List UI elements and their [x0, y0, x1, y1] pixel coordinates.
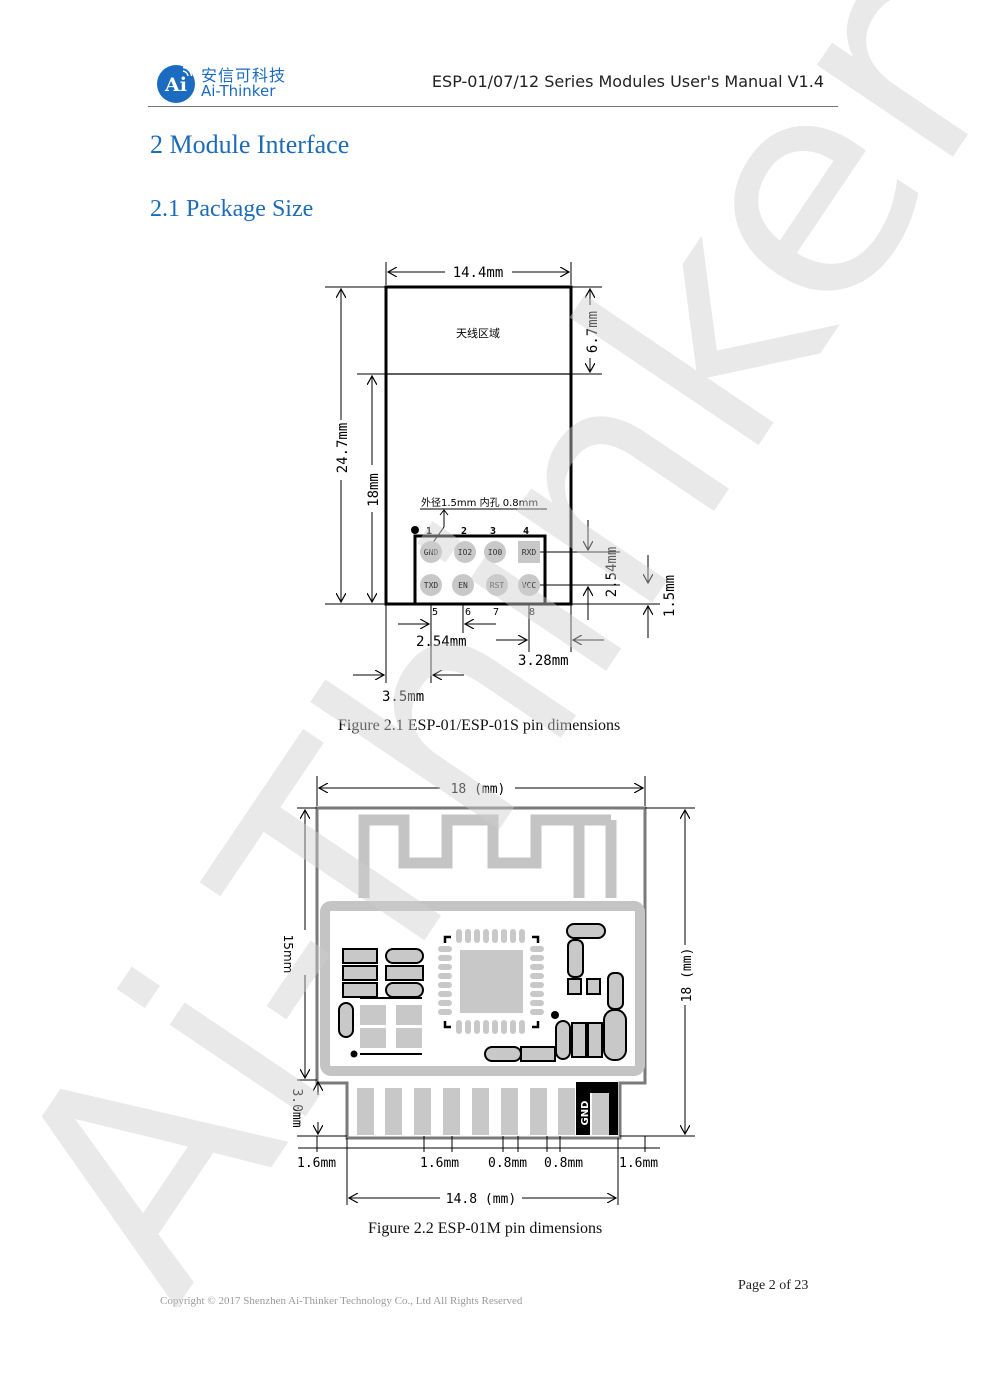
svg-text:Ai: Ai — [164, 74, 187, 96]
dim-bottom-margin-label: 1.5mm — [662, 575, 678, 617]
svg-text:6: 6 — [465, 607, 471, 618]
dim-pin-pitch-label: 1.6mm — [420, 1156, 459, 1171]
dim-pin-row-width-label: 14.8 (mm) — [446, 1192, 516, 1207]
subsection-heading: 2.1 Package Size — [150, 196, 314, 222]
document-title: ESP-01/07/12 Series Modules User's Manua… — [431, 72, 824, 91]
dim-total-height-label: 24.7mm — [335, 423, 351, 474]
figure-2-caption: Figure 2.2 ESP-01M pin dimensions — [368, 1220, 603, 1237]
pin-io2: IO2 — [458, 548, 473, 557]
svg-text:2: 2 — [461, 526, 467, 537]
pad-note: 外径1.5mm 内孔 0.8mm — [421, 496, 538, 509]
page-number: Page 2 of 23 — [738, 1278, 809, 1293]
dim-right-height-label: 18 (mm) — [680, 948, 695, 1003]
pin-txd: TXD — [424, 581, 439, 590]
ai-thinker-logo-icon: Ai — [157, 65, 195, 103]
antenna-area-label: 天线区域 — [456, 326, 500, 340]
svg-text:1: 1 — [426, 526, 432, 537]
dim-pin-width-b-label: 0.8mm — [544, 1156, 583, 1171]
pin-gnd: GND — [424, 548, 439, 557]
pin-rst: RST — [490, 581, 505, 590]
dim-left-margin-label-2: 1.6mm — [297, 1156, 336, 1171]
logo-english-name: Ai-Thinker — [201, 82, 276, 100]
pin-vcc: VCC — [522, 581, 537, 590]
dim-body-height-label: 15mm — [281, 935, 295, 974]
dim-vertical-pitch-label: 2.54mm — [604, 547, 620, 598]
dim-right-margin-label: 3.28mm — [518, 653, 569, 669]
dim-top-width-label: 18 (mm) — [451, 782, 506, 797]
dim-width-label: 14.4mm — [453, 265, 504, 281]
dim-pin-width-a-label: 0.8mm — [488, 1156, 527, 1171]
dim-horizontal-pitch-label: 2.54mm — [416, 634, 467, 650]
dim-lower-height-label: 18mm — [366, 473, 382, 507]
svg-text:8: 8 — [529, 607, 535, 618]
svg-text:7: 7 — [493, 607, 499, 618]
section-heading: 2 Module Interface — [150, 130, 350, 159]
figure-esp01-diagram: 天线区域 14.4mm 24.7mm 18mm 6.7mm 外径1.5mm 内孔… — [325, 262, 678, 705]
pin-rxd: RXD — [522, 548, 537, 557]
gnd-pin-label: GND — [580, 1101, 591, 1126]
logo-chinese-name: 安信可科技 — [201, 66, 287, 85]
dim-antenna-height-label: 6.7mm — [585, 311, 601, 353]
dim-pin-area-height-label: 3.0mm — [289, 1088, 304, 1127]
pin-io0: IO0 — [488, 548, 503, 557]
dim-right-margin-label-2: 1.6mm — [619, 1156, 658, 1171]
figure-esp01m-diagram: 18 (mm) — [281, 776, 695, 1207]
page-header: Ai 安信可科技 Ai-Thinker ESP-01/07/12 Series … — [148, 60, 838, 107]
pin-en: EN — [458, 581, 468, 590]
figure-1-caption: Figure 2.1 ESP-01/ESP-01S pin dimensions — [338, 717, 621, 734]
dim-left-margin-label: 3.5mm — [382, 689, 424, 705]
svg-text:3: 3 — [490, 526, 496, 537]
svg-text:5: 5 — [432, 607, 438, 618]
copyright-notice: Copyright © 2017 Shenzhen Ai-Thinker Tec… — [160, 1295, 523, 1307]
svg-text:4: 4 — [523, 526, 529, 537]
